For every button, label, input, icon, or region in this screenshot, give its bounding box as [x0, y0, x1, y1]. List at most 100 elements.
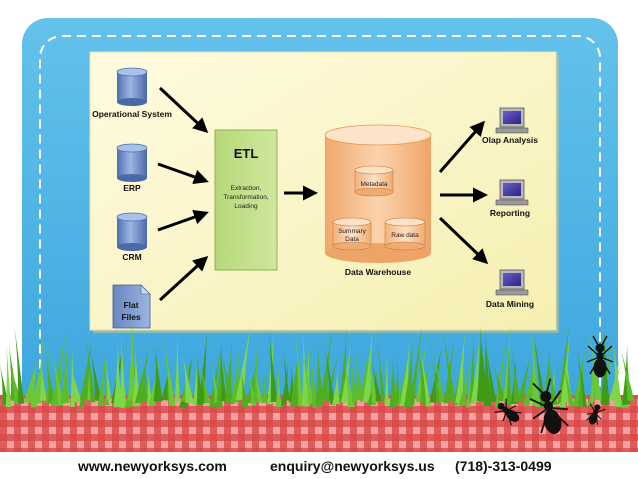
grass-blade [45, 356, 56, 404]
grass-blade [506, 345, 512, 405]
grass-blade [50, 345, 64, 406]
grass-blade [23, 359, 38, 403]
grass-blade [70, 366, 82, 403]
grass-blade [395, 358, 400, 405]
grass-blade [261, 363, 268, 403]
grass-blade [219, 348, 235, 404]
summary-label-line2: Data [345, 236, 359, 243]
ant-icon [586, 335, 614, 378]
metadata-label: Metadata [360, 181, 387, 188]
grass-blade [367, 351, 378, 404]
arrow-erp-to-etl [157, 162, 209, 185]
arrow-to-olap [438, 120, 485, 173]
grass-blade [442, 328, 456, 401]
grass-blade [301, 351, 315, 404]
etl-title: ETL [234, 146, 259, 161]
grass-blade [429, 348, 442, 403]
source-operational-system: Operational System [92, 67, 172, 119]
grass-blade [104, 357, 112, 401]
output-olap-analysis: Olap Analysis [482, 107, 538, 145]
grass-blade [485, 347, 497, 403]
grass-blade [182, 353, 194, 403]
output-label: Olap Analysis [482, 135, 538, 145]
grass-blade [323, 342, 335, 405]
grass-blade [127, 321, 135, 401]
grass-blade [559, 333, 571, 408]
database-cylinder-icon [116, 143, 148, 182]
grass-blade [517, 354, 531, 402]
etl-desc-line2: Transformation, [223, 194, 268, 201]
ant-icon [529, 378, 569, 434]
source-label: Operational System [92, 109, 172, 119]
grass-blade [560, 355, 575, 407]
grass-blade [162, 332, 176, 406]
source-arrows [157, 86, 209, 302]
grass-blade [174, 333, 180, 402]
footer-background [0, 452, 638, 479]
grass-blade [409, 326, 423, 406]
grass-blade [483, 329, 492, 407]
diagram-panel [89, 51, 557, 331]
grass-blade [79, 340, 92, 401]
grass-blade [371, 359, 382, 402]
output-label: Data Mining [486, 299, 534, 309]
grass-blade [196, 354, 204, 405]
phone-number: (718)-313-0499 [455, 457, 552, 474]
grass-blade [612, 338, 623, 408]
grass-blade [384, 354, 389, 405]
grass-blade [309, 344, 318, 408]
grass-blade [252, 364, 263, 403]
grass-blade [355, 350, 364, 401]
ant-icon [494, 398, 522, 426]
grass-blade [70, 345, 75, 407]
grass-blade [344, 361, 355, 408]
grass-blade [268, 331, 278, 403]
source-label-line1: Flat [123, 300, 138, 310]
grass-blade [332, 367, 340, 404]
source-label: CRM [122, 252, 141, 262]
grass-blade [289, 351, 299, 407]
grass-blade [430, 354, 442, 403]
etl-desc-line3: Loading [234, 203, 258, 210]
website-link[interactable]: www.newyorksys.com [78, 457, 227, 474]
grass-blade [349, 350, 358, 403]
source-label: ERP [123, 183, 141, 193]
grass-blade [575, 342, 587, 408]
computer-monitor-icon [495, 269, 529, 296]
grass-blade [469, 328, 475, 403]
grass-blade [431, 340, 445, 403]
arrow-crm-to-etl [157, 209, 209, 232]
database-cylinder-icon [116, 67, 148, 106]
grass-blade [494, 339, 507, 408]
computer-monitor-icon [495, 107, 529, 134]
email-link[interactable]: enquiry@newyorksys.us [270, 457, 435, 474]
grass-blade [215, 336, 223, 408]
arrow-to-datamining [438, 216, 489, 265]
grass-blade [502, 324, 511, 403]
grass-blade [590, 359, 595, 402]
warehouse-label: Data Warehouse [345, 267, 412, 277]
output-label: Reporting [490, 208, 530, 218]
grass-blade [60, 337, 69, 404]
grass-blade [199, 364, 211, 404]
grass-blade [534, 361, 541, 407]
grass-blade [315, 342, 324, 406]
grass-blade [532, 328, 547, 408]
grass-blade [39, 363, 47, 401]
footer: www.newyorksys.com enquiry@newyorksys.us… [0, 452, 638, 479]
grass-blade [147, 367, 153, 405]
grass-blade [64, 341, 70, 403]
output-reporting: Reporting [490, 179, 530, 218]
etl-box: ETL Extraction, Transformation, Loading [214, 129, 278, 271]
grass-blade [14, 325, 25, 404]
grass-blade [8, 343, 19, 401]
grass-blade [375, 334, 386, 401]
grass-blade [479, 328, 489, 402]
grass-blade [491, 360, 507, 402]
grass-blade [119, 332, 127, 408]
grass-blade [511, 350, 521, 402]
grass-blade [531, 329, 539, 406]
grass-blade [281, 361, 289, 406]
grass-blade [84, 331, 96, 403]
